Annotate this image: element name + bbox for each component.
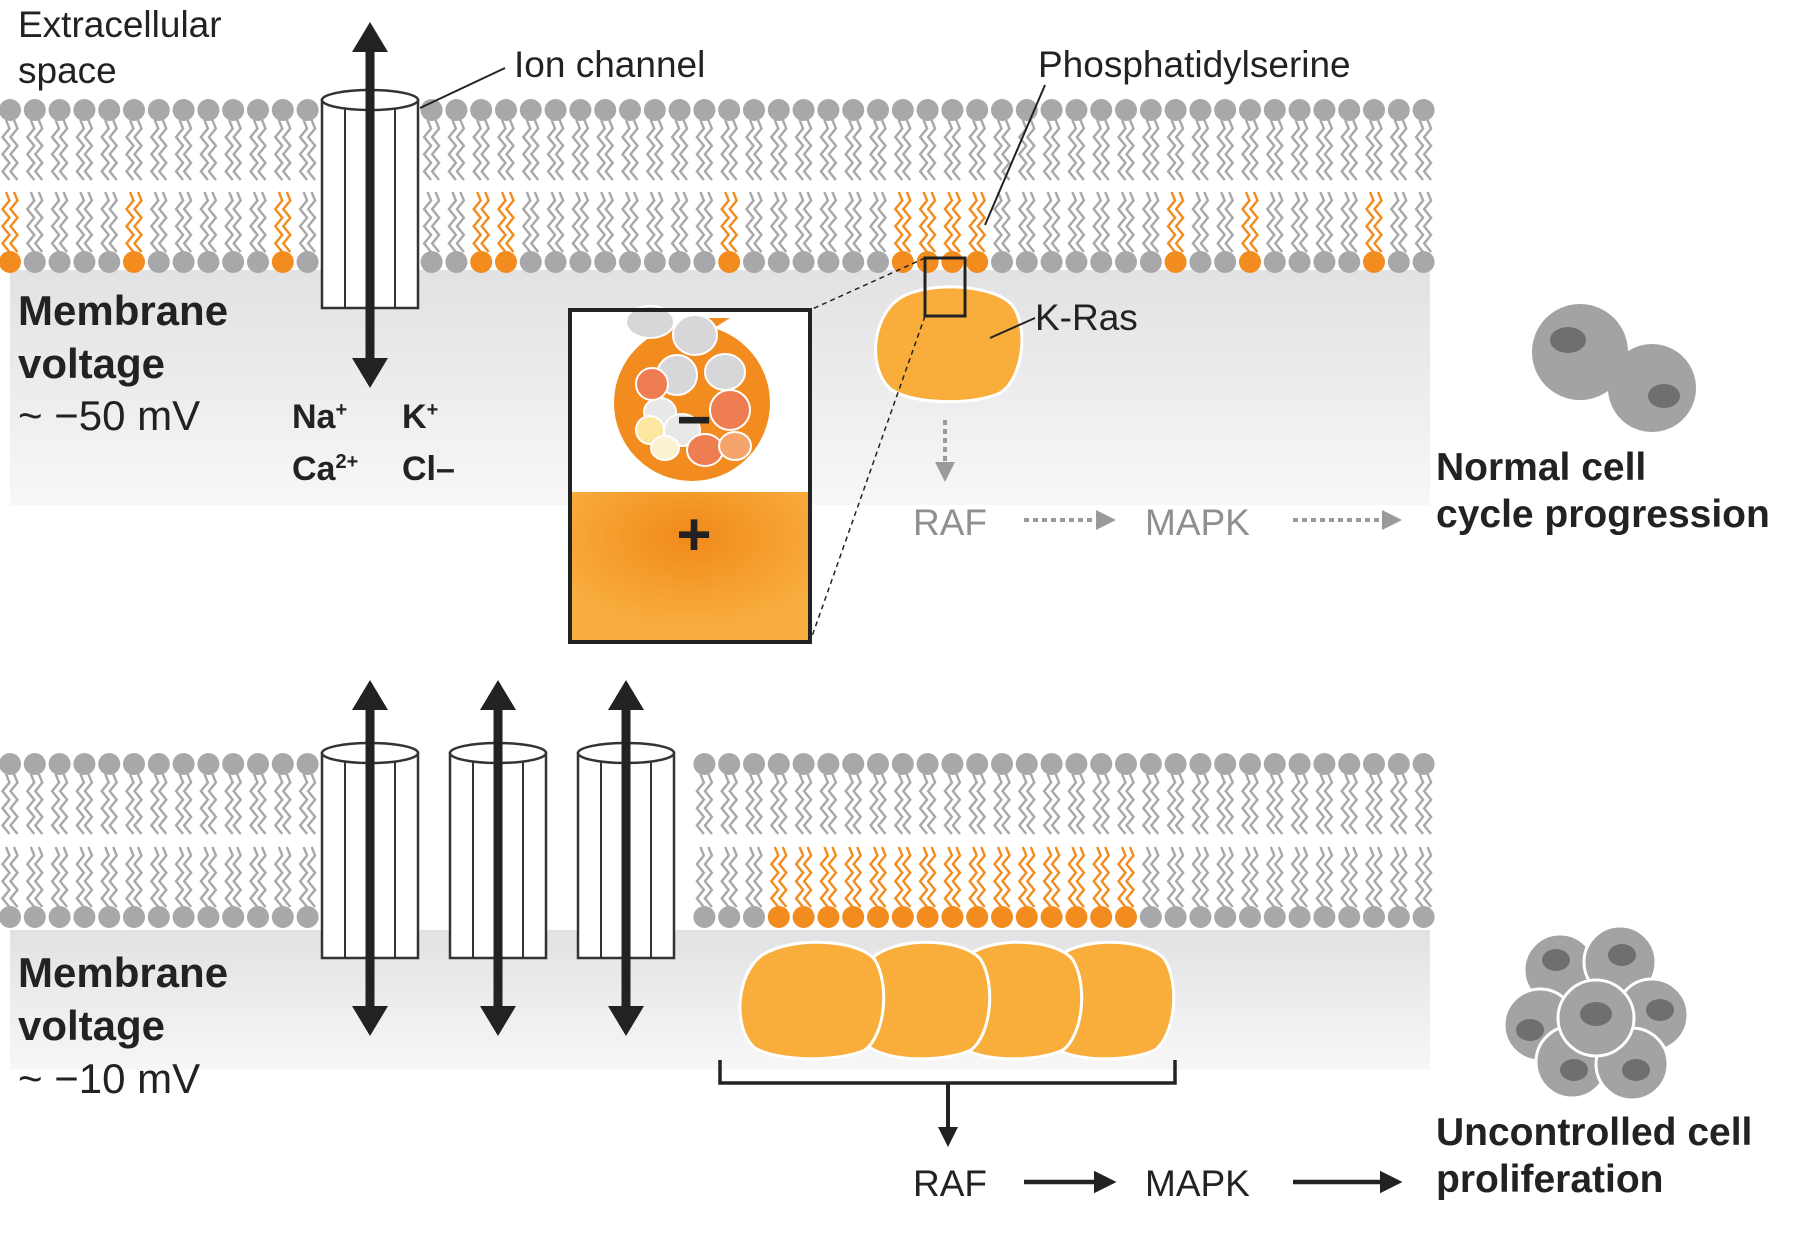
kras-label: K-Ras	[1035, 297, 1138, 338]
kras-cluster	[738, 940, 1176, 1061]
kras-protein	[738, 940, 886, 1061]
bottom-cytoplasm-band	[10, 930, 1430, 1070]
top-outcome-label-1: Normal cell	[1436, 446, 1646, 489]
bottom-mapk-label: MAPK	[1145, 1163, 1250, 1204]
charge-inset: − +	[568, 305, 812, 644]
top-mapk-label: MAPK	[1145, 502, 1250, 543]
ion-flow-arrow	[352, 22, 388, 388]
top-voltage-value: ~ −50 mV	[18, 392, 200, 439]
minus-sign: −	[676, 386, 711, 453]
top-raf-label: RAF	[913, 502, 987, 543]
bottom-voltage-value: ~ −10 mV	[18, 1055, 200, 1102]
extracellular-label-1: Extracellular	[18, 4, 222, 45]
bottom-outcome-label-1: Uncontrolled cell	[1436, 1111, 1752, 1154]
top-lipid-bilayer	[0, 99, 1435, 273]
top-voltage-label-1: Membrane	[18, 287, 228, 334]
kras-protein	[874, 285, 1024, 404]
top-panel: Extracellular space Ion channel Phosphat…	[0, 4, 1770, 644]
zoom-line-top	[809, 257, 926, 311]
top-voltage-label-2: voltage	[18, 340, 165, 387]
bottom-voltage-label-2: voltage	[18, 1002, 165, 1049]
phosphatidylserine-label: Phosphatidylserine	[1038, 44, 1351, 85]
zoom-line-bottom	[809, 315, 926, 643]
top-outcome-label-2: cycle progression	[1436, 493, 1770, 536]
ion-channel-leader	[419, 67, 506, 109]
zoom-source-box	[923, 256, 967, 318]
bottom-outcome-label-2: proliferation	[1436, 1158, 1664, 1201]
phosphatidylserine-leader	[984, 84, 1046, 226]
atom-cluster	[625, 305, 752, 467]
bottom-raf-label: RAF	[913, 1163, 987, 1204]
ion-channel-label: Ion channel	[514, 44, 705, 85]
bottom-lipid-bilayer	[0, 753, 1435, 928]
ion-ca: Ca2+	[292, 450, 358, 488]
extracellular-label-2: space	[18, 50, 117, 91]
dividing-cell-icon	[1532, 304, 1696, 432]
plus-sign: +	[676, 501, 711, 568]
bottom-voltage-label-1: Membrane	[18, 949, 228, 996]
ion-cl: Cl–	[402, 450, 455, 488]
ion-flow-arrows	[352, 680, 644, 1036]
ion-k: K+	[402, 398, 438, 436]
bottom-panel: Membrane voltage ~ −10 mV RAF MAPK Uncon…	[0, 680, 1752, 1204]
kras-leader	[989, 317, 1036, 339]
cell-cluster-icon	[1502, 924, 1690, 1102]
ion-na: Na+	[292, 398, 347, 436]
